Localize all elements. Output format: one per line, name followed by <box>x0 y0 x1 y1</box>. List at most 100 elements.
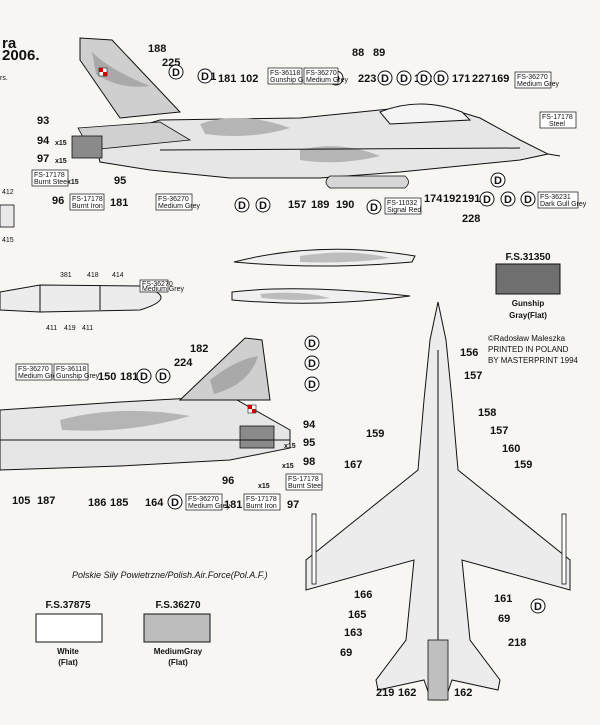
svg-text:x15: x15 <box>282 463 294 470</box>
svg-text:69: 69 <box>498 613 510 625</box>
plan-view-callouts: 156 157 158 157 159 160 159 167 166 165 … <box>340 347 546 699</box>
callout-95: 95 <box>114 175 126 187</box>
d-marker: D <box>420 73 428 85</box>
svg-text:MediumGray: MediumGray <box>154 647 203 656</box>
svg-text:156: 156 <box>460 347 478 359</box>
svg-text:187: 187 <box>37 495 55 507</box>
svg-text:D: D <box>159 371 167 383</box>
callout-188: 188 <box>148 43 166 55</box>
d-marker: D <box>437 73 445 85</box>
svg-text:F.S.37875: F.S.37875 <box>45 600 90 611</box>
svg-text:FS-17178: FS-17178 <box>34 172 65 179</box>
svg-text:FS-36270: FS-36270 <box>306 70 337 77</box>
svg-text:Burnt Steel: Burnt Steel <box>288 483 323 490</box>
callout-192: 192 <box>443 193 461 205</box>
medium-gray-swatch: F.S.36270 MediumGray (Flat) <box>143 600 211 667</box>
callout-181b: 181 <box>110 197 128 209</box>
svg-text:(Flat): (Flat) <box>168 658 188 667</box>
svg-text:Dark Gull Grey: Dark Gull Grey <box>540 201 587 208</box>
svg-text:D: D <box>534 601 542 613</box>
svg-text:x15: x15 <box>284 443 296 450</box>
plan-view <box>305 301 571 701</box>
svg-text:(Flat): (Flat) <box>58 658 78 667</box>
svg-text:69: 69 <box>340 647 352 659</box>
svg-text:Medium Grey: Medium Grey <box>517 81 560 88</box>
svg-text:FS-36270: FS-36270 <box>18 366 49 373</box>
callout-157: 157 <box>288 199 306 211</box>
svg-text:FS-36270: FS-36270 <box>188 496 219 503</box>
d-marker: D <box>494 175 502 187</box>
callout-93: 93 <box>37 115 49 127</box>
svg-text:FS-36270: FS-36270 <box>517 74 548 81</box>
svg-text:F.S.31350: F.S.31350 <box>505 252 550 263</box>
svg-text:Medium Grey: Medium Grey <box>158 203 201 210</box>
svg-text:Medium Grey: Medium Grey <box>188 503 231 510</box>
gunship-swatch: F.S.31350 Gunship Gray(Flat) <box>495 252 561 320</box>
callout-228: 228 <box>462 213 480 225</box>
callout-94: 94 <box>37 135 50 147</box>
svg-text:Signal Red: Signal Red <box>387 207 421 214</box>
svg-text:181: 181 <box>120 371 138 383</box>
svg-text:98: 98 <box>303 456 315 468</box>
svg-text:BY MASTERPRINT 1994: BY MASTERPRINT 1994 <box>488 356 579 365</box>
svg-text:419: 419 <box>64 325 76 332</box>
svg-text:418: 418 <box>87 272 99 279</box>
svg-text:Medium Grey: Medium Grey <box>18 373 61 380</box>
callout-174: 174 <box>424 193 443 205</box>
d-marker: D <box>172 67 180 79</box>
svg-text:White: White <box>57 647 79 656</box>
svg-text:Gunship Grey: Gunship Grey <box>270 77 314 84</box>
bottom-view-callouts: 182 224 150 181 94 95 98 105 187 186 185… <box>12 343 316 511</box>
svg-text:164: 164 <box>145 497 164 509</box>
svg-text:©Radosław Maleszka: ©Radosław Maleszka <box>488 334 566 343</box>
svg-text:162: 162 <box>398 687 416 699</box>
d-marker: D <box>370 202 378 214</box>
d-marker: D <box>504 194 512 206</box>
svg-text:x15: x15 <box>258 483 270 490</box>
svg-text:PRINTED IN POLAND: PRINTED IN POLAND <box>488 345 569 354</box>
svg-text:381: 381 <box>60 272 72 279</box>
callout-190: 190 <box>336 199 354 211</box>
svg-text:Medium Grey: Medium Grey <box>142 286 185 293</box>
svg-text:162: 162 <box>454 687 472 699</box>
count-x15-c: x15 <box>67 179 79 186</box>
callout-169: 169 <box>491 73 509 85</box>
title-fragment-1: ra <box>2 35 17 52</box>
count-x15-a: x15 <box>55 140 67 147</box>
top-side-view <box>71 37 561 189</box>
svg-text:D: D <box>171 497 179 509</box>
svg-text:Burnt Steel: Burnt Steel <box>34 179 69 186</box>
svg-text:414: 414 <box>112 272 124 279</box>
svg-text:FS-17178: FS-17178 <box>72 196 103 203</box>
title-fragment-3: rs. <box>0 75 8 82</box>
callout-191: 191 <box>462 193 480 205</box>
callout-181a: 181 <box>218 73 236 85</box>
svg-text:163: 163 <box>344 627 362 639</box>
svg-text:FS-36270: FS-36270 <box>158 196 189 203</box>
d-marker: D <box>238 200 246 212</box>
svg-text:181: 181 <box>224 499 242 511</box>
svg-text:158: 158 <box>478 407 496 419</box>
svg-text:160: 160 <box>502 443 520 455</box>
svg-text:218: 218 <box>508 637 526 649</box>
svg-text:FS-17178: FS-17178 <box>246 496 277 503</box>
svg-text:186: 186 <box>88 497 106 509</box>
d-marker: D <box>201 71 209 83</box>
svg-text:182: 182 <box>190 343 208 355</box>
d-marker: D <box>400 73 408 85</box>
d-marker: D <box>524 194 532 206</box>
left-fragment: 412 415 <box>0 189 15 244</box>
svg-text:FS-36118: FS-36118 <box>56 366 86 373</box>
svg-text:Gunship Grey: Gunship Grey <box>56 373 100 380</box>
credits: ©Radosław Maleszka PRINTED IN POLAND BY … <box>488 334 579 365</box>
svg-text:D: D <box>140 371 148 383</box>
bottom-side-view <box>0 337 291 471</box>
svg-text:224: 224 <box>174 357 193 369</box>
callout-189: 189 <box>311 199 329 211</box>
svg-text:411: 411 <box>46 325 57 332</box>
svg-text:FS-36118: FS-36118 <box>270 70 300 77</box>
svg-text:Steel: Steel <box>549 121 565 128</box>
svg-text:219: 219 <box>376 687 394 699</box>
